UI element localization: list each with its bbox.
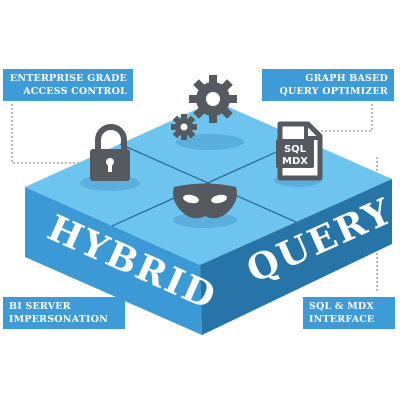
label-interface-line1: SQL & MDX <box>309 301 374 312</box>
gears-icon <box>171 75 237 140</box>
label-interface: SQL & MDX INTERFACE <box>303 297 395 329</box>
file-icon-mdx-text: MDX <box>282 156 308 167</box>
sql-mdx-file-icon: SQL MDX <box>276 121 323 181</box>
block-right-face <box>200 179 392 335</box>
label-query-optimizer: GRAPH BASED QUERY OPTIMIZER <box>262 69 394 101</box>
label-access-control-line2: ACCESS CONTROL <box>23 86 127 97</box>
label-access-control: ENTERPRISE GRADE ACCESS CONTROL <box>3 69 133 101</box>
label-query-optimizer-line1: GRAPH BASED <box>305 73 388 84</box>
label-impersonation-line1: BI SERVER <box>9 301 71 312</box>
lock-icon <box>90 124 130 181</box>
connector-query-optimizer <box>317 104 373 132</box>
label-impersonation: BI SERVER IMPERSONATION <box>3 297 125 329</box>
top-face-dividers <box>111 139 304 227</box>
connector-access-control <box>11 104 88 164</box>
label-query-optimizer-line2: QUERY OPTIMIZER <box>279 86 388 97</box>
label-interface-line2: INTERFACE <box>309 314 375 325</box>
block-left-face <box>25 187 202 335</box>
mask-icon <box>173 183 237 219</box>
label-impersonation-line2: IMPERSONATION <box>9 314 108 325</box>
label-access-control-line1: ENTERPRISE GRADE <box>9 73 127 84</box>
file-icon-sql-text: SQL <box>284 144 307 155</box>
